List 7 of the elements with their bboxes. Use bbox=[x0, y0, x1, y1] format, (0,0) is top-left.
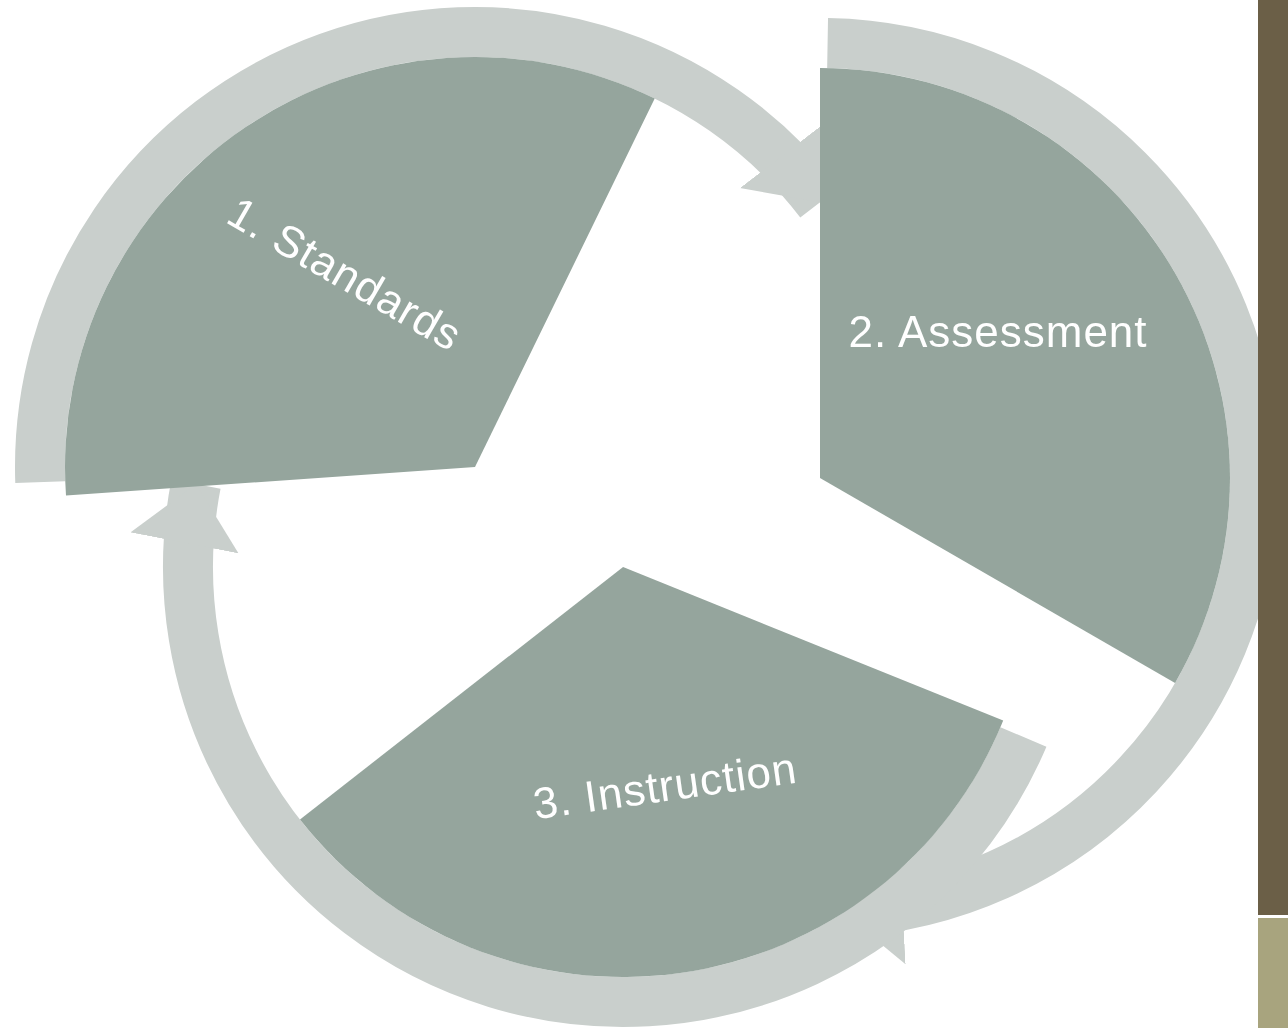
segment-label: 3. Instruction bbox=[528, 741, 801, 831]
segment-label: 2. Assessment bbox=[848, 306, 1148, 358]
side-bar bbox=[1258, 0, 1288, 915]
pie-segment bbox=[65, 57, 655, 496]
pie-segment bbox=[299, 567, 1004, 977]
side-bar bbox=[1258, 918, 1288, 1028]
pie-segment bbox=[820, 68, 1230, 683]
